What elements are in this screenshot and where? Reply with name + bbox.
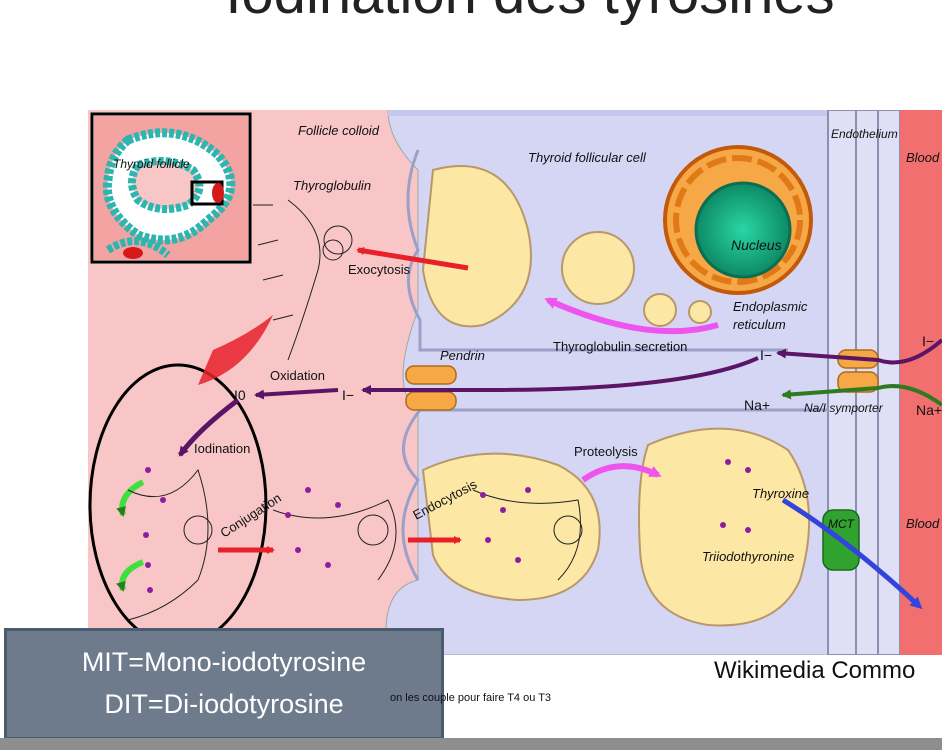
label-i0: I0 <box>234 387 246 403</box>
sodium-arrow <box>781 384 942 407</box>
image-credit: Wikimedia Commo <box>714 657 916 684</box>
secretory-vesicle-large <box>561 231 635 305</box>
label-nucleus: Nucleus <box>731 237 782 253</box>
legend-mit: MIT=Mono-iodotyrosine <box>81 647 367 677</box>
label-nai-symporter: Na/I symporter <box>804 401 884 415</box>
label-blood-top: Blood <box>906 150 940 165</box>
thyroid-follicle-inset <box>90 112 252 264</box>
label-i-minus-left: I− <box>342 387 354 403</box>
label-endothelium: Endothelium <box>831 127 898 141</box>
proteolysis-arrow <box>581 463 662 483</box>
label-oxidation: Oxidation <box>270 368 325 383</box>
label-thyroxine: Thyroxine <box>752 486 809 501</box>
blood-vessel <box>900 110 942 655</box>
label-i-minus-right: I− <box>922 333 934 349</box>
lower-cell-membrane <box>401 408 828 581</box>
oxidation-red-wedge <box>198 315 273 385</box>
secretory-vesicle-small <box>688 300 712 324</box>
oxidation-arrow <box>254 388 339 400</box>
iodination-arrow <box>177 398 240 457</box>
label-exocytosis: Exocytosis <box>348 262 411 277</box>
slide-title: Iodination des tyrosines <box>150 0 910 27</box>
iodide-uptake-arrow <box>776 338 942 365</box>
green-recycle-arrow-top <box>116 479 145 517</box>
label-na-right: Na+ <box>916 402 942 418</box>
label-pendrin: Pendrin <box>440 348 485 363</box>
cell-top-membrane <box>388 110 860 116</box>
label-iodination: Iodination <box>194 441 250 456</box>
thyroglobulin-molecule-top <box>253 199 353 361</box>
abbreviation-legend: MIT=Mono-iodotyrosine DIT=Di-iodotyrosin… <box>4 628 444 740</box>
label-mct: MCT <box>828 517 856 531</box>
thyroid-diagram: Follicle colloid Thyroid follicle Thyrog… <box>88 110 942 655</box>
bottom-bar <box>0 738 942 750</box>
label-thyroglobulin: Thyroglobulin <box>293 178 371 193</box>
label-blood-bottom: Blood <box>906 516 940 531</box>
hormone-release-arrow <box>781 497 923 610</box>
legend-dit: DIT=Di-iodotyrosine <box>104 689 344 719</box>
handwritten-note: on les couple pour faire T4 ou T3 <box>390 692 552 704</box>
exocytosis-arrow <box>356 247 469 271</box>
label-thyroglobulin-secretion: Thyroglobulin secretion <box>553 339 687 354</box>
green-recycle-arrow-bottom <box>116 559 145 592</box>
label-thyroid-follicle: Thyroid follicle <box>113 157 190 171</box>
secretion-arrow <box>544 297 719 335</box>
secretory-vesicle-medium <box>643 293 677 327</box>
label-thyroid-follicular-cell: Thyroid follicular cell <box>528 150 647 165</box>
exocytosis-vesicle <box>421 165 532 328</box>
label-reticulum: reticulum <box>733 317 786 332</box>
nucleus-group <box>663 145 813 295</box>
label-na-left: Na+ <box>744 397 770 413</box>
label-proteolysis: Proteolysis <box>574 444 638 459</box>
label-i-minus-mid: I− <box>760 347 772 363</box>
label-follicle-colloid: Follicle colloid <box>298 123 380 138</box>
iodine-atoms <box>143 459 751 593</box>
label-endoplasmic: Endoplasmic <box>733 299 808 314</box>
upper-cell-membrane <box>406 149 788 352</box>
thyroglobulin-molecule-iodinated <box>127 468 583 621</box>
label-triiodothyronine: Triiodothyronine <box>702 549 794 564</box>
iodide-transport-arrow <box>361 356 759 395</box>
endocytosis-vesicle <box>421 452 601 602</box>
